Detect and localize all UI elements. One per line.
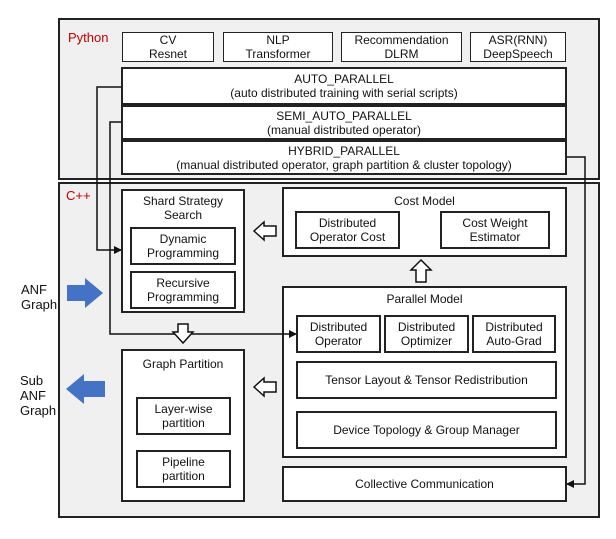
layer-wise-partition-line1: Layer-wise [154,402,213,416]
model-asr-line1: ASR(RNN) [488,33,548,47]
mode-semi-auto-parallel-title: SEMI_AUTO_PARALLEL [276,108,412,123]
cost-model-title: Cost Model [394,194,455,208]
model-asr: ASR(RNN) DeepSpeech [470,32,566,62]
cost-weight-estimator-line2: Estimator [469,230,521,244]
sub-anf-graph-line2: ANF [20,388,46,403]
distributed-operator-line1: Distributed [309,320,368,334]
cost-weight-estimator-box: Cost Weight Estimator [440,211,550,249]
cost-to-shard-arrow [252,220,277,242]
shard-strategy-title-line2: Search [163,208,203,222]
model-asr-line2: DeepSpeech [483,47,553,61]
dynamic-programming-line2: Programming [146,246,220,260]
collective-communication-text: Collective Communication [355,477,494,491]
sub-anf-graph-label: Sub ANF Graph [20,373,56,418]
distributed-operator-line2: Operator [314,334,363,348]
model-cv-line2: Resnet [148,47,188,61]
mode-semi-auto-parallel-desc: (manual distributed operator) [266,122,422,137]
parallel-to-cost-arrow [409,258,433,283]
recursive-programming-box: Recursive Programming [130,271,236,309]
sub-anf-graph-line1: Sub [20,373,44,388]
distributed-auto-grad-box: Distributed Auto-Grad [472,315,556,353]
dynamic-programming-box: Dynamic Programming [130,227,236,265]
sub-anf-graph-line3: Graph [20,403,57,418]
model-cv: CV Resnet [122,32,214,62]
anf-graph-label: ANF Graph [21,282,57,312]
model-nlp-line2: Transformer [245,47,311,61]
cost-weight-estimator-line1: Cost Weight [462,216,528,230]
pipeline-partition-line1: Pipeline [162,455,205,469]
parallel-model-title: Parallel Model [386,292,463,306]
mode-hybrid-parallel-title: HYBRID_PARALLEL [288,143,400,158]
anf-graph-input-arrow [67,278,103,308]
hybrid-to-collective-connector [566,156,586,488]
mode-hybrid-parallel-desc: (manual distributed operator, graph part… [176,157,512,172]
distributed-auto-grad-line1: Distributed [485,320,543,334]
parallel-to-partition-arrow [252,376,277,398]
model-recommendation-line2: DLRM [384,47,419,61]
python-label: Python [68,30,109,45]
mode-auto-parallel-title: AUTO_PARALLEL [294,72,394,86]
distributed-operator-cost-line1: Distributed [318,216,377,230]
tensor-layout-box: Tensor Layout & Tensor Redistribution [296,361,557,399]
distributed-operator-box: Distributed Operator [296,315,381,353]
model-cv-line1: CV [159,33,177,47]
distributed-optimizer-box: Distributed Optimizer [384,315,469,353]
distributed-auto-grad-line2: Auto-Grad [486,334,542,348]
distributed-operator-cost-line2: Operator Cost [309,230,386,244]
distributed-optimizer-line2: Optimizer [400,334,453,348]
distributed-operator-cost-box: Distributed Operator Cost [295,211,400,249]
mode-auto-parallel: AUTO_PARALLEL (auto distributed training… [121,67,567,105]
recursive-programming-line1: Recursive [156,276,210,290]
model-recommendation-line1: Recommendation [354,33,449,47]
pipeline-partition-line2: partition [162,469,205,483]
anf-graph-line1: ANF [21,282,47,297]
auto-to-shard-connector [96,86,122,254]
recursive-programming-line2: Programming [146,290,220,304]
cpp-label: C++ [66,188,91,203]
device-topology-box: Device Topology & Group Manager [296,411,557,449]
pipeline-partition-box: Pipeline partition [136,450,231,488]
graph-partition-title: Graph Partition [142,357,224,371]
dynamic-programming-line1: Dynamic [159,232,207,246]
layer-wise-partition-line2: partition [162,416,205,430]
anf-graph-line2: Graph [21,297,58,312]
sub-anf-graph-output-arrow [66,374,105,404]
shard-strategy-title-line1: Shard Strategy [142,194,224,208]
tensor-layout-text: Tensor Layout & Tensor Redistribution [325,373,528,387]
collective-communication-box: Collective Communication [282,466,567,502]
distributed-optimizer-line1: Distributed [397,320,456,334]
semi-auto-to-operator-connector [109,121,297,338]
device-topology-text: Device Topology & Group Manager [333,423,520,437]
mode-hybrid-parallel: HYBRID_PARALLEL (manual distributed oper… [121,140,567,175]
layer-wise-partition-box: Layer-wise partition [136,397,231,435]
model-nlp-line1: NLP [266,33,290,47]
mode-auto-parallel-desc: (auto distributed training with serial s… [230,86,458,100]
model-recommendation: Recommendation DLRM [341,32,462,62]
model-nlp: NLP Transformer [223,32,333,62]
shard-strategy-title: Shard Strategy Search [121,194,245,222]
shard-to-partition-arrow [171,323,195,345]
mode-semi-auto-parallel: SEMI_AUTO_PARALLEL (manual distributed o… [121,105,567,140]
